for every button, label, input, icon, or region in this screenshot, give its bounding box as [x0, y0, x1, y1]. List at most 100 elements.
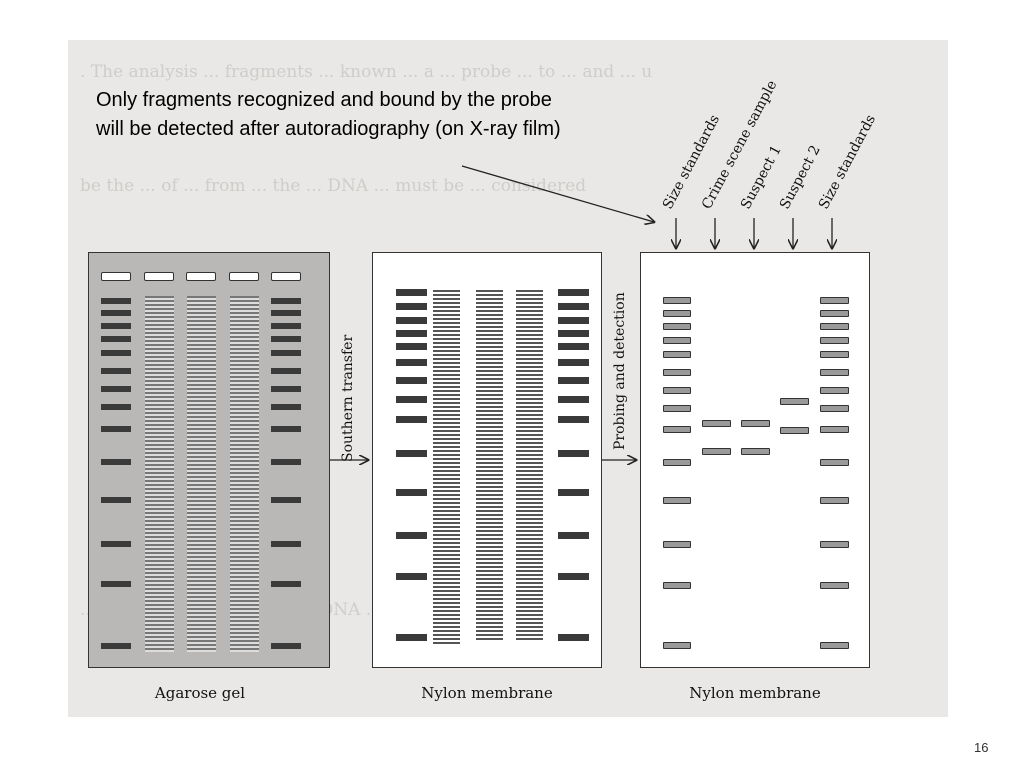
ladder-band: [101, 386, 131, 392]
ladder-band: [271, 298, 301, 304]
detected-ladder-band: [663, 405, 691, 412]
detected-ladder-band: [663, 297, 691, 304]
background-text: . The analysis ... fragments ... known .…: [80, 62, 653, 82]
ladder-band: [271, 323, 301, 329]
detected-ladder-band: [820, 351, 849, 358]
detected-ladder-band: [820, 297, 849, 304]
detected-ladder-band: [663, 337, 691, 344]
membrane-ladder-band: [558, 573, 589, 580]
membrane-ladder-band: [558, 416, 589, 423]
detected-ladder-band: [820, 387, 849, 394]
detected-ladder-band: [663, 426, 691, 433]
detected-sample-band: [780, 398, 809, 405]
ladder-band: [271, 386, 301, 392]
ladder-band: [271, 643, 301, 649]
callout-text: Only fragments recognized and bound by t…: [96, 89, 561, 140]
detected-sample-band: [702, 448, 731, 455]
membrane-dna-smear: [433, 290, 460, 644]
detected-ladder-band: [820, 310, 849, 317]
background-text: be the ... of ... from ... the ... DNA .…: [80, 176, 587, 196]
detected-ladder-band: [820, 369, 849, 376]
detected-ladder-band: [663, 351, 691, 358]
ladder-band: [101, 643, 131, 649]
callout-arrow: [461, 165, 654, 222]
dna-smear: [145, 296, 174, 652]
gel-well: [101, 272, 131, 281]
membrane-ladder-band: [558, 303, 589, 310]
membrane-ladder-band: [558, 317, 589, 324]
ladder-band: [101, 404, 131, 410]
detected-ladder-band: [663, 323, 691, 330]
membrane-ladder-band: [558, 634, 589, 641]
detected-ladder-band: [663, 497, 691, 504]
membrane-ladder-band: [558, 532, 589, 539]
ladder-band: [271, 541, 301, 547]
membrane-ladder-band: [396, 416, 427, 423]
ladder-band: [271, 404, 301, 410]
membrane-ladder-band: [396, 317, 427, 324]
detected-ladder-band: [820, 337, 849, 344]
ladder-band: [101, 336, 131, 342]
detected-sample-band: [741, 448, 770, 455]
detected-sample-band: [702, 420, 731, 427]
membrane-ladder-band: [396, 330, 427, 337]
detected-ladder-band: [663, 369, 691, 376]
membrane-ladder-band: [558, 343, 589, 350]
ladder-band: [101, 426, 131, 432]
membrane-ladder-band: [396, 634, 427, 641]
membrane-ladder-band: [396, 289, 427, 296]
membrane-ladder-band: [396, 450, 427, 457]
detected-ladder-band: [663, 310, 691, 317]
detected-ladder-band: [820, 323, 849, 330]
ladder-band: [101, 581, 131, 587]
ladder-band: [101, 310, 131, 316]
detected-sample-band: [780, 427, 809, 434]
membrane-ladder-band: [558, 359, 589, 366]
gel-well: [271, 272, 301, 281]
dna-smear: [230, 296, 259, 652]
ladder-band: [101, 323, 131, 329]
ladder-band: [271, 336, 301, 342]
caption-nylon-membrane-1: Nylon membrane: [421, 684, 553, 702]
membrane-ladder-band: [396, 377, 427, 384]
caption-agarose-gel: Agarose gel: [154, 684, 246, 702]
gel-well: [186, 272, 216, 281]
membrane-ladder-band: [396, 532, 427, 539]
detected-ladder-band: [820, 405, 849, 412]
dna-smear: [187, 296, 216, 652]
detected-ladder-band: [663, 541, 691, 548]
membrane-ladder-band: [396, 359, 427, 366]
detected-sample-band: [741, 420, 770, 427]
membrane-ladder-band: [396, 573, 427, 580]
caption-nylon-membrane-2: Nylon membrane: [689, 684, 821, 702]
detected-ladder-band: [663, 582, 691, 589]
ladder-band: [101, 368, 131, 374]
ladder-band: [271, 459, 301, 465]
detected-ladder-band: [820, 459, 849, 466]
detected-ladder-band: [820, 426, 849, 433]
ladder-band: [101, 350, 131, 356]
membrane-ladder-band: [558, 489, 589, 496]
detected-ladder-band: [820, 541, 849, 548]
gel-well: [229, 272, 259, 281]
detected-ladder-band: [820, 642, 849, 649]
ladder-band: [271, 368, 301, 374]
membrane-ladder-band: [558, 289, 589, 296]
ladder-band: [101, 497, 131, 503]
ladder-band: [271, 497, 301, 503]
ladder-band: [271, 310, 301, 316]
ladder-band: [271, 350, 301, 356]
ladder-band: [271, 581, 301, 587]
ladder-band: [101, 298, 131, 304]
detected-ladder-band: [820, 582, 849, 589]
membrane-ladder-band: [558, 330, 589, 337]
membrane-ladder-band: [396, 396, 427, 403]
ladder-band: [271, 426, 301, 432]
membrane-ladder-band: [396, 489, 427, 496]
detected-ladder-band: [663, 459, 691, 466]
gel-well: [144, 272, 174, 281]
membrane-ladder-band: [558, 450, 589, 457]
membrane-ladder-band: [396, 343, 427, 350]
ladder-band: [101, 541, 131, 547]
